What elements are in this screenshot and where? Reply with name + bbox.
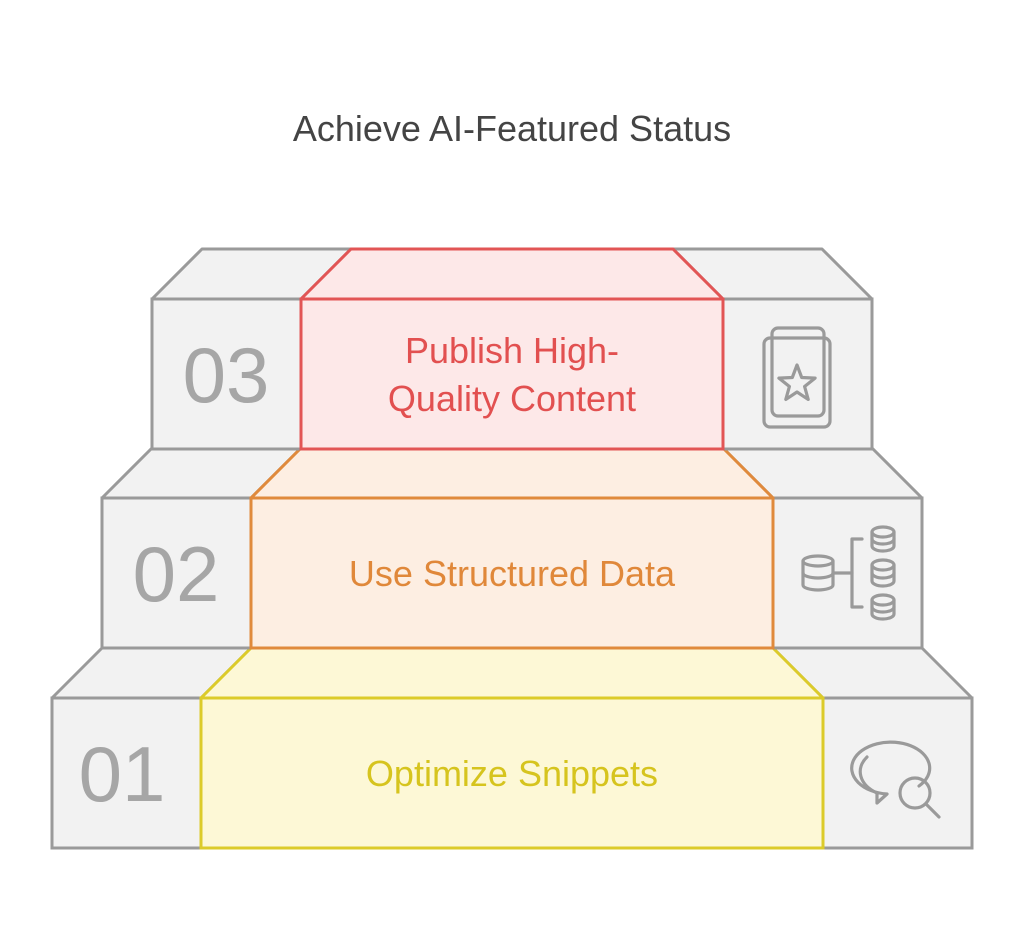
step-right-front-face: [821, 696, 974, 850]
step-center-front-face: [199, 696, 825, 850]
step-number: 01: [79, 730, 166, 818]
step-center-front-face: [249, 496, 775, 650]
step-center-top-face: [199, 646, 825, 700]
step-02: 02 Use Structured Data: [100, 446, 924, 650]
starred-book-icon: [762, 326, 832, 429]
step-number: 02: [133, 530, 220, 618]
step-number: 03: [183, 331, 270, 419]
step-01: 01 Optimize Snippets: [50, 646, 974, 850]
step-label-line: Quality Content: [388, 378, 636, 419]
step-center-front-face: [299, 297, 725, 451]
step-label-line: Use Structured Data: [349, 553, 676, 594]
step-label-line: Optimize Snippets: [366, 753, 658, 794]
diagram-title: Achieve AI-Featured Status: [293, 108, 731, 149]
chat-search-icon: [850, 740, 941, 819]
step-left-front-face: [50, 696, 203, 850]
step-center-top-face: [299, 247, 725, 301]
step-03: 03 Publish High- Quality Content: [150, 247, 874, 451]
steps-layer: 01 Optimize Snippets 02 Use Structured Data…: [50, 247, 974, 850]
step-center-top-face: [249, 446, 775, 500]
structured-database-icon: [801, 525, 896, 621]
step-label-line: Publish High-: [405, 330, 619, 371]
